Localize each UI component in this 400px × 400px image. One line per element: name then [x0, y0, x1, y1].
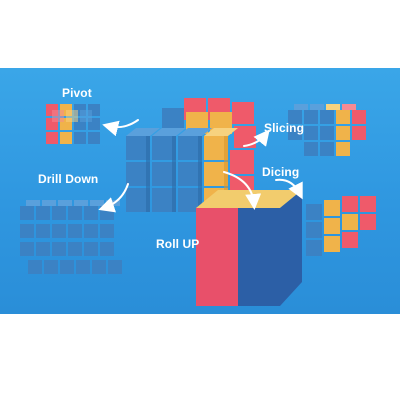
arrow-to-roll-up [223, 171, 262, 210]
pivot-label: Pivot [62, 86, 92, 100]
slicing-cube-group [288, 104, 366, 156]
pivot-cube-group [46, 104, 100, 144]
operation-arrows [98, 119, 303, 213]
central-data-cube [126, 98, 256, 212]
cube-illustration [20, 98, 376, 306]
roll-up-cube [196, 190, 302, 306]
arrow-to-pivot [102, 119, 139, 137]
slicing-label: Slicing [264, 121, 305, 135]
drill-down-cube-group [20, 200, 122, 274]
arrow-to-dicing [275, 178, 303, 200]
dicing-label: Dicing [262, 165, 300, 179]
arrow-to-slicing [243, 129, 270, 147]
diagram-panel: Pivot Slicing Drill Down Dicing Roll UP [0, 68, 400, 314]
dicing-cube-group [306, 196, 376, 256]
roll-up-label: Roll UP [156, 237, 200, 251]
arrow-to-drill-down [98, 183, 129, 213]
drill-down-label: Drill Down [38, 172, 99, 186]
